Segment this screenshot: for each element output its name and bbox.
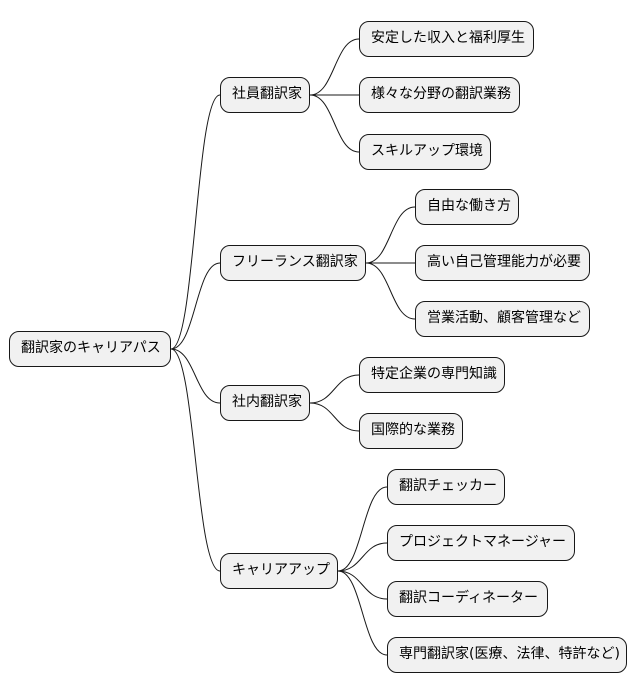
connector-branch-node-freelance-translator <box>170 262 221 350</box>
connector-branch-node-employee-translator <box>170 94 221 350</box>
branch-node-employee-translator: 社員翻訳家 <box>220 77 310 113</box>
leaf-node-translation-checker: 翻訳チェッカー <box>387 469 505 505</box>
leaf-node-project-manager: プロジェクトマネージャー <box>387 525 575 561</box>
leaf-node-international-work: 国際的な業務 <box>359 413 463 449</box>
leaf-node-stable-income: 安定した収入と福利厚生 <box>359 21 534 57</box>
leaf-node-self-management: 高い自己管理能力が必要 <box>415 245 590 281</box>
connector-leaf-node-skill-up <box>309 94 360 153</box>
connector-leaf-node-stable-income <box>309 38 360 96</box>
connector-leaf-node-project-manager <box>337 542 388 572</box>
connector-leaf-node-international-work <box>309 402 360 432</box>
leaf-node-various-fields: 様々な分野の翻訳業務 <box>359 77 520 113</box>
connector-leaf-node-specialized-translator <box>337 570 388 656</box>
leaf-node-sales-activities: 営業活動、顧客管理など <box>415 301 590 337</box>
leaf-node-translation-coordinator: 翻訳コーディネーター <box>387 581 548 617</box>
leaf-node-skill-up: スキルアップ環境 <box>359 134 491 170</box>
connector-leaf-node-company-expertise <box>309 374 360 404</box>
connector-branch-node-career-up <box>170 348 221 572</box>
connector-leaf-node-translation-coordinator <box>337 570 388 600</box>
connector-leaf-node-flexible-work <box>365 206 416 264</box>
connector-branch-node-in-house-translator <box>170 348 221 404</box>
branch-node-freelance-translator: フリーランス翻訳家 <box>220 245 366 281</box>
leaf-node-specialized-translator: 専門翻訳家(医療、法律、特許など) <box>387 637 627 673</box>
root-node: 翻訳家のキャリアパス <box>9 331 171 367</box>
connector-leaf-node-translation-checker <box>337 486 388 572</box>
leaf-node-flexible-work: 自由な働き方 <box>415 189 519 225</box>
leaf-node-company-expertise: 特定企業の専門知識 <box>359 357 505 393</box>
connector-leaf-node-sales-activities <box>365 262 416 320</box>
branch-node-in-house-translator: 社内翻訳家 <box>220 385 310 421</box>
branch-node-career-up: キャリアアップ <box>220 553 338 589</box>
